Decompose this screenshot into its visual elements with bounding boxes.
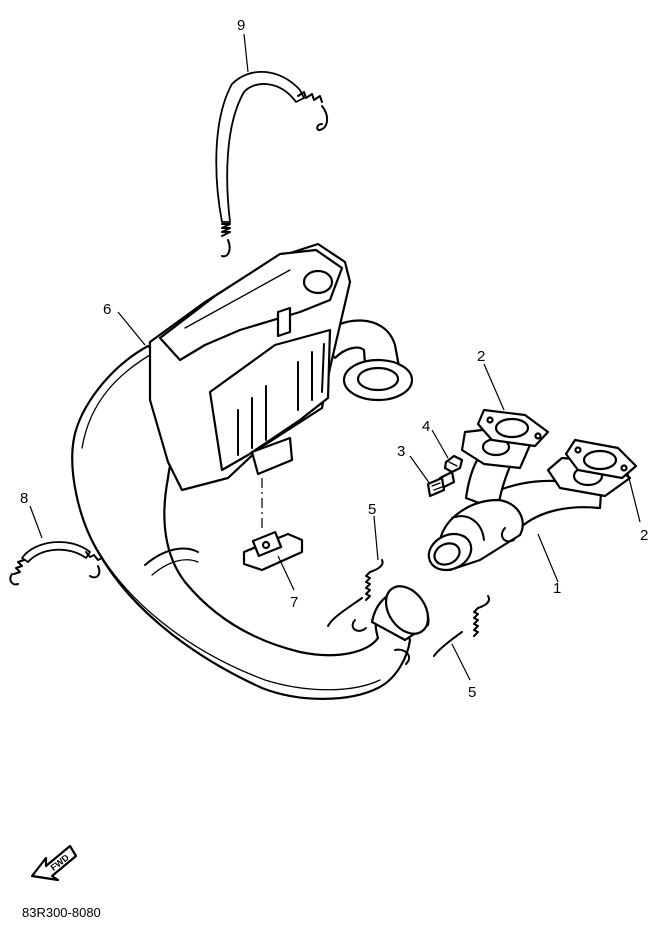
nut-part: [443, 454, 464, 474]
spring-upper: [327, 559, 384, 627]
muffler-spring-hook-lug: [351, 619, 367, 632]
callout-1: 1: [553, 580, 561, 597]
exhaust-pipe-collar: [451, 515, 485, 541]
bolt-part: [426, 470, 456, 498]
muffler-lower-lug: [394, 648, 411, 665]
forward-direction-arrow: FWD: [30, 844, 78, 882]
muffler-band: [144, 547, 199, 566]
chamber-mount-stud: [276, 306, 292, 338]
muffler-seam-upper: [81, 351, 156, 449]
callout-labels: 1 2 2 3 4 5 5 6 7 8 9: [20, 17, 648, 701]
chamber-top-boss: [302, 269, 334, 295]
rubber-mount-base: [242, 532, 304, 572]
rubber-mount-part: [242, 478, 304, 572]
rubber-mount-hole: [261, 540, 271, 550]
spring-lower: [433, 595, 490, 657]
muffler-tail-outlet: [356, 366, 400, 392]
callout-8: 8: [20, 490, 28, 507]
muffler-assembly: [71, 242, 430, 700]
callout-9: 9: [237, 17, 245, 34]
callout-6: 6: [103, 301, 111, 318]
heat-shield-slots: [237, 343, 325, 456]
callout-2-lower: 2: [640, 527, 648, 544]
gasket-upper: [476, 408, 550, 448]
hose-part-8: [9, 541, 105, 586]
drawing-code: 83R300-8080: [22, 905, 101, 920]
exhaust-pipe-outlet-inner: [433, 542, 461, 566]
hose-part-9: [215, 71, 328, 258]
gasket-lower: [564, 438, 638, 480]
chamber-mount-bracket: [250, 436, 294, 476]
callout-2-upper: 2: [477, 348, 485, 365]
exhaust-pipe-hook: [501, 527, 515, 543]
callout-3: 3: [397, 443, 405, 460]
muffler-band-2: [151, 559, 199, 576]
callout-7: 7: [290, 594, 298, 611]
callout-5-upper: 5: [368, 501, 376, 518]
heat-shield: [208, 328, 332, 472]
callout-5-lower: 5: [468, 684, 476, 701]
leader-lines: [29, 33, 641, 681]
callout-4: 4: [422, 418, 430, 435]
muffler-chamber-lid: [158, 248, 344, 362]
chamber-lid-edge: [184, 269, 291, 329]
muffler-seam-lower: [87, 531, 381, 691]
muffler-inlet-flange: [384, 585, 430, 635]
